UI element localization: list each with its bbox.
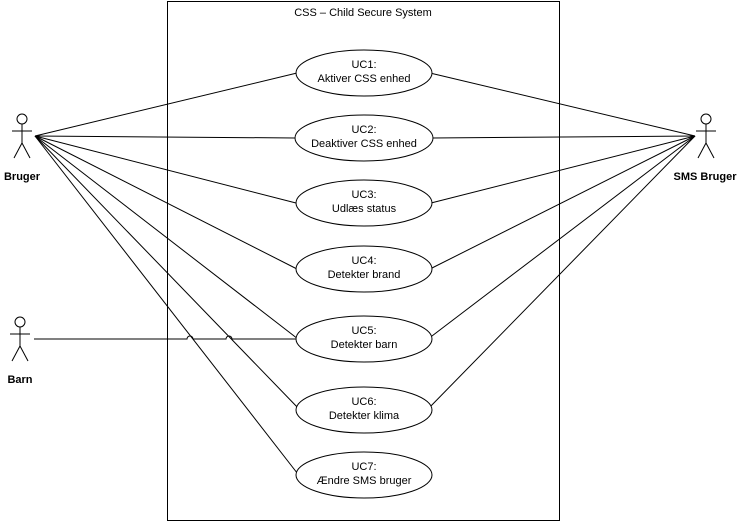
use-case-uc3[interactable]: UC3: Udlæs status <box>295 179 433 227</box>
use-case-uc1[interactable]: UC1: Aktiver CSS enhed <box>295 49 433 97</box>
use-case-id: UC2: <box>351 124 376 136</box>
use-case-ellipse[interactable] <box>294 114 434 162</box>
association-sms-uc2 <box>431 135 696 139</box>
actor-label: Barn <box>7 374 32 386</box>
use-case-id: UC1: <box>351 59 376 71</box>
actor-label: SMS Bruger <box>674 171 738 183</box>
association-bruger-uc3 <box>34 135 297 204</box>
bruger-associations <box>34 72 302 479</box>
association-bruger-uc7 <box>34 135 302 479</box>
association-bruger-uc4 <box>34 135 298 270</box>
association-bruger-uc6 <box>34 135 301 411</box>
use-case-name: Deaktiver CSS enhed <box>311 138 417 150</box>
use-case-uc6[interactable]: UC6: Detekter klima <box>295 386 433 434</box>
use-case-name: Udlæs status <box>332 203 397 215</box>
use-case-name: Detekter brand <box>328 269 401 281</box>
use-case-name: Detekter klima <box>329 410 400 422</box>
actor-label: Bruger <box>4 171 41 183</box>
actor-sms-bruger[interactable]: SMS Bruger <box>674 113 738 183</box>
use-case-id: UC4: <box>351 255 376 267</box>
use-case-ellipse[interactable] <box>295 386 433 434</box>
stick-figure-icon <box>12 113 32 159</box>
use-case-uc5[interactable]: UC5: Detekter barn <box>295 315 433 363</box>
association-sms-uc3 <box>430 135 696 204</box>
use-case-id: UC6: <box>351 396 376 408</box>
use-case-uc2[interactable]: UC2: Deaktiver CSS enhed <box>294 114 434 162</box>
use-case-ellipse[interactable] <box>295 49 433 97</box>
actor-bruger[interactable]: Bruger <box>4 113 41 183</box>
use-case-ellipse[interactable] <box>295 179 433 227</box>
use-case-id: UC3: <box>351 189 376 201</box>
use-case-ellipse[interactable] <box>295 315 433 363</box>
use-case-name: Aktiver CSS enhed <box>318 73 411 85</box>
use-case-ellipse[interactable] <box>295 245 433 293</box>
use-case-id: UC5: <box>351 325 376 337</box>
use-case-uc4[interactable]: UC4: Detekter brand <box>295 245 433 293</box>
association-barn-uc5 <box>34 335 296 340</box>
use-case-name: Ændre SMS bruger <box>317 475 412 487</box>
stick-figure-icon <box>10 316 30 362</box>
system-title: CSS – Child Secure System <box>294 7 432 19</box>
stick-figure-icon <box>696 113 716 159</box>
use-case-ellipse[interactable] <box>295 451 433 499</box>
association-sms-uc1 <box>429 72 696 137</box>
association-bruger-uc1 <box>34 72 298 137</box>
use-case-name: Detekter barn <box>331 339 398 351</box>
association-sms-uc4 <box>429 135 696 270</box>
association-sms-uc5 <box>427 135 696 340</box>
sms-bruger-associations <box>426 72 696 411</box>
association-bruger-uc2 <box>34 135 296 139</box>
association-sms-uc6 <box>426 135 696 411</box>
actor-barn[interactable]: Barn <box>7 316 33 386</box>
association-bruger-uc5 <box>34 135 299 340</box>
use-case-uc7[interactable]: UC7: Ændre SMS bruger <box>295 451 433 499</box>
use-case-id: UC7: <box>351 461 376 473</box>
